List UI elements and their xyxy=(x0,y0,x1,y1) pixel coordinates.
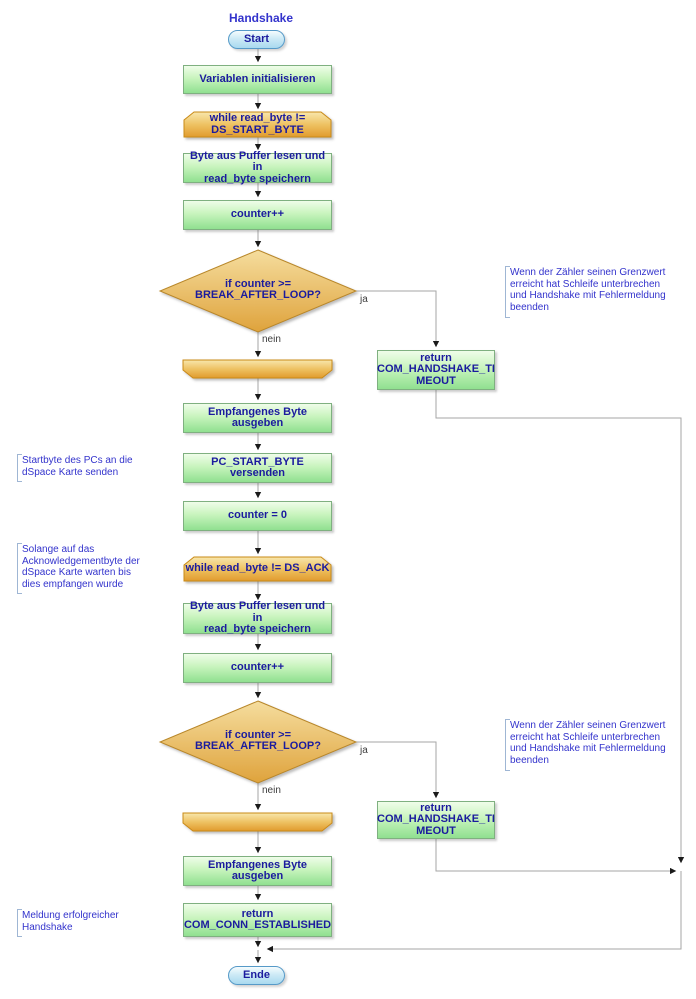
annotation-right-timeout-2: Wenn der Zähler seinen Grenzwert erreich… xyxy=(510,720,666,766)
end-terminator: Ende xyxy=(228,966,285,985)
process-read-buffer-1: Byte aus Puffer lesen und in read_byte s… xyxy=(183,150,332,185)
edge-label-ja-1: ja xyxy=(360,294,368,305)
loop-end-shape-2 xyxy=(182,812,333,832)
loop-and-decision-shapes xyxy=(158,111,358,832)
annotation-bracket-left-3 xyxy=(17,909,22,937)
annotation-left-success: Meldung erfolgreicher Handshake xyxy=(22,910,119,933)
process-output-byte-1: Empfangenes Byte ausgeben xyxy=(183,403,332,433)
edge-label-ja-2: ja xyxy=(360,745,368,756)
process-send-start-byte: PC_START_BYTE versenden xyxy=(183,453,332,483)
annotation-bracket-left-1 xyxy=(17,454,22,482)
connector-lines xyxy=(254,49,685,964)
process-read-buffer-2: Byte aus Puffer lesen und in read_byte s… xyxy=(183,601,332,635)
process-counter-increment-1: counter++ xyxy=(183,200,332,230)
decision-diamond-2 xyxy=(158,700,358,784)
process-counter-reset: counter = 0 xyxy=(183,501,332,531)
process-counter-increment-2: counter++ xyxy=(183,653,332,683)
loop-end-shape-1 xyxy=(182,359,333,379)
loop-start-shape-2 xyxy=(183,556,332,582)
process-return-timeout-1: return COM_HANDSHAKE_TI MEOUT xyxy=(377,350,495,390)
process-return-timeout-2: return COM_HANDSHAKE_TI MEOUT xyxy=(377,801,495,839)
start-terminator: Start xyxy=(228,30,285,49)
annotation-bracket-left-2 xyxy=(17,543,22,594)
process-output-byte-2: Empfangenes Byte ausgeben xyxy=(183,856,332,886)
decision-diamond-1 xyxy=(158,249,358,333)
annotation-bracket-right-2 xyxy=(505,719,510,771)
flowchart-title: Handshake xyxy=(228,11,294,25)
annotation-left-send-start: Startbyte des PCs an die dSpace Karte se… xyxy=(22,455,133,478)
process-init-variables: Variablen initialisieren xyxy=(183,65,332,94)
annotation-right-timeout-1: Wenn der Zähler seinen Grenzwert erreich… xyxy=(510,267,666,313)
edge-label-nein-1: nein xyxy=(262,334,281,345)
annotation-bracket-right-1 xyxy=(505,266,510,318)
edge-label-nein-2: nein xyxy=(262,785,281,796)
process-return-established: return COM_CONN_ESTABLISHED xyxy=(183,903,332,937)
loop-start-shape-1 xyxy=(183,111,332,138)
annotation-left-wait-ack: Solange auf das Acknowledgementbyte der … xyxy=(22,544,140,590)
